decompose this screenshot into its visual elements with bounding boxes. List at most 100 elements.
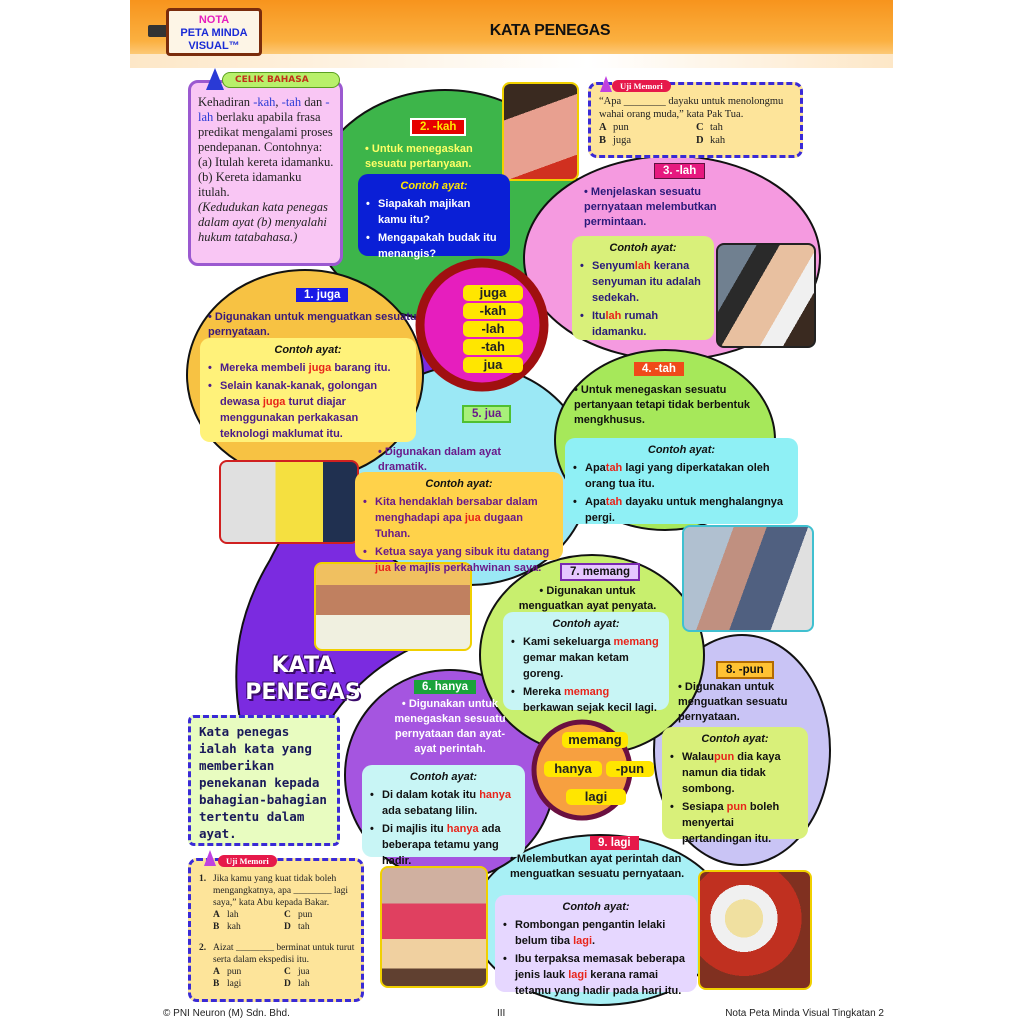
contoh-ayat-heading: Contoh ayat: (409, 771, 478, 783)
example-sentence: Itulah rumah idamanku. (580, 308, 706, 340)
option-text: jua (298, 967, 310, 977)
sentence-text: Ketua saya yang sibuk itu datang (375, 546, 550, 558)
sentence-text: Ibu terpaksa memasak beberapa jenis lauk (515, 953, 685, 981)
center-word: lagi (566, 789, 626, 805)
contoh-ayat-heading: Contoh ayat: (400, 180, 468, 192)
example-sentence: Walaupun dia kaya namun dia tidak sombon… (670, 749, 800, 797)
page-number: III (497, 1008, 506, 1019)
emphasis-word: tah (605, 462, 623, 474)
center-word: -pun (606, 761, 654, 777)
example-box: Contoh ayat:Walaupun dia kaya namun dia … (662, 727, 808, 845)
sentence-text: Mereka membeli (220, 362, 309, 374)
emphasis-word: kah (425, 232, 445, 244)
copyright: © PNI Neuron (M) Sdn. Bhd. (163, 1008, 290, 1019)
question-number: 1. (199, 874, 207, 884)
emphasis-word: pun (714, 751, 735, 763)
sentence-text: Siapa (378, 198, 408, 210)
option-text: pun (227, 967, 242, 977)
example-a: (a) Itulah kereta idamanku. (198, 155, 334, 169)
highlight-suffix: -kah (253, 95, 276, 109)
example-list: Di dalam kotak itu hanya ada sebatang li… (370, 787, 517, 869)
sentence-text: kerana ramai tetamu yang hadir pada hari… (515, 969, 682, 997)
example-list: Kita hendaklah bersabar dalam menghadapi… (363, 494, 555, 576)
example-sentence: Senyumlah kerana senyuman itu adalah sed… (580, 258, 706, 306)
section-definition: • Digunakan dalam ayat dramatik. (378, 446, 502, 473)
emphasis-word: hanya (479, 789, 511, 801)
example-sentence: Di dalam kotak itu hanya ada sebatang li… (370, 787, 517, 819)
contoh-ayat-heading: Contoh ayat: (647, 444, 716, 456)
option-text: pun (298, 910, 313, 920)
emphasis-word: jua (375, 562, 391, 574)
option-letter: C (696, 122, 704, 133)
example-box: Contoh ayat:Rombongan pengantin lelaki b… (495, 895, 697, 997)
sentence-text: dia kaya namun dia tidak sombong. (682, 751, 781, 795)
example-sentence: Mengapakah budak itu menangis? (366, 230, 502, 262)
emphasis-word: lagi (568, 969, 588, 981)
sentence-text: barang itu. (331, 362, 391, 374)
emphasis-word: lagi (573, 935, 593, 947)
sentence-text: Senyum (592, 260, 635, 272)
option-letter: C (284, 910, 291, 920)
section-definition: • Digunakan untuk menguatkan ayat penyat… (518, 585, 657, 612)
center-word: -lah (463, 321, 523, 337)
sentence-text: Itu (592, 310, 606, 322)
photo-three-girls (716, 243, 816, 348)
example-sentence: Kita hendaklah bersabar dalam menghadapi… (363, 494, 555, 542)
example-b: (b) Kereta idamanku itulah. (198, 170, 302, 199)
emphasis-word: hanya (446, 823, 479, 835)
option-text: lagi (227, 979, 242, 989)
contoh-ayat-heading: Contoh ayat: (425, 478, 493, 490)
example-sentence: Apatah lagi yang diperkatakan oleh orang… (573, 460, 790, 492)
example-sentence: Ibu terpaksa memasak beberapa jenis lauk… (503, 951, 689, 999)
example-box: Contoh ayat: Kita hendaklah bersabar dala… (355, 472, 563, 574)
sentence-text: majikan kamu itu? (378, 198, 471, 226)
example-list: Kami sekeluarga memang gemar makan ketam… (511, 634, 661, 716)
example-sentence: Rombongan pengantin lelaki belum tiba la… (503, 917, 689, 949)
sentence-text: rumah idamanku. (592, 310, 659, 338)
sentence-text: Apa (585, 496, 606, 508)
emphasis-word: juga (262, 396, 286, 408)
center-word: juga (463, 285, 523, 301)
example-sentence: Selain kanak-kanak, golongan dewasa juga… (208, 378, 408, 442)
center-word: memang (562, 732, 628, 748)
option-letter: A (599, 122, 607, 133)
photo-crying-child (502, 82, 579, 181)
sentence-text: Di dalam kotak itu (382, 789, 480, 801)
example-box: Contoh ayat:Senyumlah kerana senyuman it… (572, 236, 714, 340)
section-definition: • Menjelaskan sesuatu pernyataan melembu… (584, 186, 717, 228)
center-word: jua (463, 357, 523, 373)
example-sentence: Ketua saya yang sibuk itu datang jua ke … (363, 544, 555, 576)
sentence-text: Selain kanak-kanak, golongan dewasa (220, 380, 378, 408)
text-segment: , (275, 95, 282, 109)
section-definition: • Melembutkan ayat perintah dan menguatk… (510, 853, 685, 880)
sentence-text: Walau (682, 751, 714, 763)
uji-memori-tag: Uji Memori (612, 80, 671, 92)
sentence-text: Mengapa (378, 232, 426, 244)
logo-line: PETA MINDA (180, 27, 248, 39)
photo-wedding-feast (314, 562, 472, 651)
sentence-text: turut diajar menggunakan perkakasan tekn… (220, 396, 359, 440)
option-letter: B (213, 979, 220, 989)
sentence-text: Rombongan pengantin lelaki belum tiba (515, 919, 666, 947)
section-label: 4. -tah (634, 362, 684, 376)
sentence-text: lagi yang diperkatakan oleh orang tua it… (585, 462, 770, 490)
section-label: 7. memang (560, 563, 641, 581)
option-text: lah (227, 910, 239, 920)
option-letter: C (284, 967, 291, 977)
section-definition: • Untuk menegaskan sesuatu pertanyaan te… (574, 384, 751, 426)
example-sentence: Di majlis itu hanya ada beberapa tetamu … (370, 821, 517, 869)
example-box: Contoh ayat:Kami sekeluarga memang gemar… (503, 612, 669, 714)
sentence-text: Sesiapa (682, 801, 727, 813)
sentence-text: budak itu menangis? (378, 232, 497, 260)
example-list: Mereka membeli juga barang itu. Selain ka… (208, 360, 408, 442)
option-letter: D (284, 922, 291, 932)
option-text: juga (613, 135, 632, 146)
